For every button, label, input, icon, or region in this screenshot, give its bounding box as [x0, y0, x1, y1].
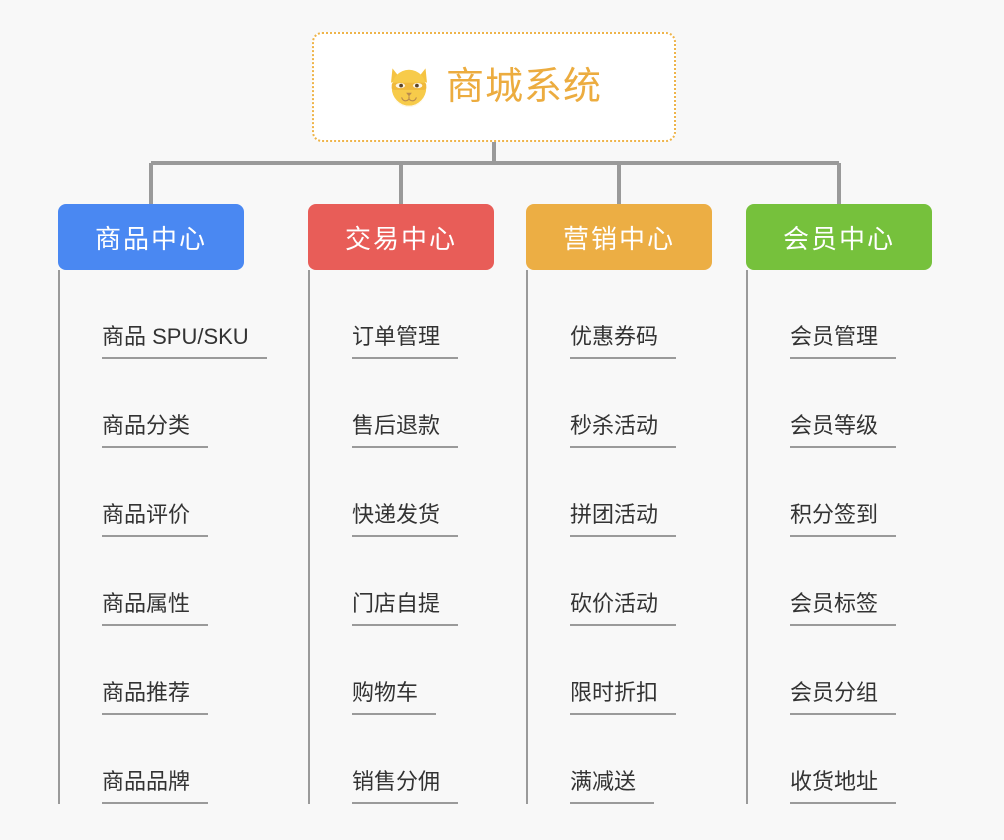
list-item[interactable]: 商品属性 [75, 537, 294, 626]
leaf-label: 快递发货 [352, 500, 459, 537]
leaf-label: 优惠券码 [570, 322, 677, 359]
branch-items-marketing: 优惠券码 秒杀活动 拼团活动 砍价活动 限时折扣 满减送 [526, 270, 732, 804]
list-item[interactable]: 会员管理 [763, 270, 952, 359]
list-item[interactable]: 收货地址 [763, 715, 952, 804]
leaf-label: 积分签到 [790, 500, 897, 537]
leaf-label: 商品 SPU/SKU [102, 322, 267, 359]
root-node[interactable]: 商城系统 [312, 32, 676, 142]
leaf-label: 会员管理 [790, 322, 897, 359]
leaf-label: 收货地址 [790, 767, 897, 804]
leaf-label: 会员标签 [790, 589, 897, 626]
list-item[interactable]: 砍价活动 [543, 537, 732, 626]
leaf-label: 购物车 [352, 678, 437, 715]
leaf-label: 商品推荐 [102, 678, 209, 715]
list-item[interactable]: 商品推荐 [75, 626, 294, 715]
list-item[interactable]: 商品分类 [75, 359, 294, 448]
branch-items-product: 商品 SPU/SKU 商品分类 商品评价 商品属性 商品推荐 商品品牌 [58, 270, 294, 804]
list-item[interactable]: 购物车 [325, 626, 530, 715]
list-item[interactable]: 订单管理 [325, 270, 530, 359]
leaf-label: 商品属性 [102, 589, 209, 626]
leaf-label: 售后退款 [352, 411, 459, 448]
list-item[interactable]: 满减送 [543, 715, 732, 804]
branch-header-marketing[interactable]: 营销中心 [526, 204, 712, 270]
branch-header-product[interactable]: 商品中心 [58, 204, 244, 270]
root-title: 商城系统 [445, 66, 602, 108]
leaf-label: 秒杀活动 [570, 411, 677, 448]
list-item[interactable]: 会员分组 [763, 626, 952, 715]
list-item[interactable]: 限时折扣 [543, 626, 732, 715]
leaf-label: 砍价活动 [570, 589, 677, 626]
branch-header-trade[interactable]: 交易中心 [308, 204, 494, 270]
list-item[interactable]: 会员等级 [763, 359, 952, 448]
leaf-label: 限时折扣 [570, 678, 677, 715]
leaf-label: 商品评价 [102, 500, 209, 537]
branch-header-label: 营销中心 [562, 223, 675, 254]
leaf-label: 满减送 [570, 767, 655, 804]
leaf-label: 会员等级 [790, 411, 897, 448]
branch-column-trade: 交易中心 订单管理 售后退款 快递发货 门店自提 购物车 销售分佣 [308, 204, 530, 804]
leaf-label: 商品品牌 [102, 767, 209, 804]
list-item[interactable]: 门店自提 [325, 537, 530, 626]
branch-header-label: 会员中心 [782, 223, 895, 254]
list-item[interactable]: 售后退款 [325, 359, 530, 448]
list-item[interactable]: 商品 SPU/SKU [75, 270, 294, 359]
branch-items-member: 会员管理 会员等级 积分签到 会员标签 会员分组 收货地址 [746, 270, 952, 804]
branch-header-label: 交易中心 [344, 223, 457, 254]
shiba-dog-face-icon [391, 68, 427, 108]
list-item[interactable]: 商品品牌 [75, 715, 294, 804]
list-item[interactable]: 商品评价 [75, 448, 294, 537]
branch-column-member: 会员中心 会员管理 会员等级 积分签到 会员标签 会员分组 收货地址 [746, 204, 952, 804]
leaf-label: 商品分类 [102, 411, 209, 448]
list-item[interactable]: 积分签到 [763, 448, 952, 537]
leaf-label: 门店自提 [352, 589, 459, 626]
branch-column-product: 商品中心 商品 SPU/SKU 商品分类 商品评价 商品属性 商品推荐 商品品牌 [58, 204, 294, 804]
list-item[interactable]: 会员标签 [763, 537, 952, 626]
leaf-label: 会员分组 [790, 678, 897, 715]
list-item[interactable]: 销售分佣 [325, 715, 530, 804]
list-item[interactable]: 优惠券码 [543, 270, 732, 359]
branch-header-member[interactable]: 会员中心 [746, 204, 932, 270]
leaf-label: 拼团活动 [570, 500, 677, 537]
list-item[interactable]: 拼团活动 [543, 448, 732, 537]
branch-column-marketing: 营销中心 优惠券码 秒杀活动 拼团活动 砍价活动 限时折扣 满减送 [526, 204, 732, 804]
leaf-label: 销售分佣 [352, 767, 459, 804]
list-item[interactable]: 快递发货 [325, 448, 530, 537]
branch-items-trade: 订单管理 售后退款 快递发货 门店自提 购物车 销售分佣 [308, 270, 530, 804]
list-item[interactable]: 秒杀活动 [543, 359, 732, 448]
branch-header-label: 商品中心 [94, 223, 207, 254]
leaf-label: 订单管理 [352, 322, 459, 359]
